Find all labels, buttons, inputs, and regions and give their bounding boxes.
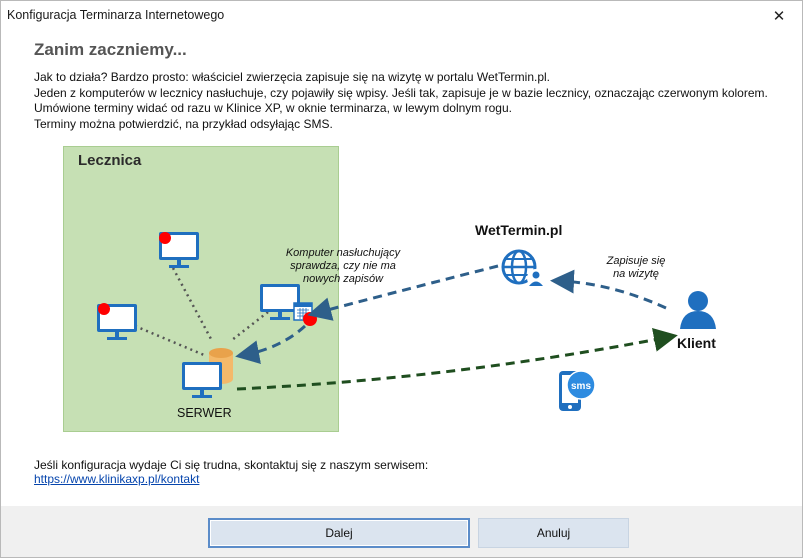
cancel-button[interactable]: Anuluj: [478, 518, 629, 548]
server-computer-icon: [182, 362, 222, 398]
intro-text: Jak to działa? Bardzo prosto: właściciel…: [34, 70, 768, 132]
signup-note-line-2: na wizytę: [613, 268, 659, 280]
next-button[interactable]: Dalej: [208, 518, 470, 548]
window-title: Konfiguracja Terminarza Internetowego: [7, 8, 225, 22]
new-entry-marker: [159, 232, 171, 244]
phone-sms-icon: [559, 370, 596, 411]
client-label: Klient: [677, 335, 716, 351]
new-entry-marker: [303, 312, 317, 326]
button-bar: Dalej Anuluj: [1, 506, 802, 557]
signup-note-line-1: Zapisuje się: [606, 255, 666, 267]
support-text: Jeśli konfiguracja wydaje Ci się trudna,…: [34, 458, 429, 472]
lan-links: [134, 267, 269, 357]
workflow-diagram: Lecznica: [1, 143, 802, 443]
arrow-client-to-portal: [550, 269, 667, 310]
listener-note-line-1: Komputer nasłuchujący: [285, 247, 401, 259]
client-person-icon: [680, 291, 716, 329]
sms-badge-label: sms: [571, 381, 591, 392]
arrow-portal-to-listener: [307, 264, 499, 321]
diagram-graphics: sms: [97, 232, 716, 411]
content-area: Zanim zaczniemy... Jak to działa? Bardzo…: [1, 31, 802, 506]
close-icon[interactable]: ✕: [772, 8, 786, 25]
new-entry-marker: [98, 303, 110, 315]
support-link[interactable]: https://www.klinikaxp.pl/kontakt: [34, 472, 200, 486]
listener-note-line-3: nowych zapisów: [302, 273, 384, 285]
clinic-label: Lecznica: [78, 152, 142, 169]
title-bar: Konfiguracja Terminarza Internetowego ✕: [1, 1, 802, 31]
server-label: SERWER: [177, 406, 232, 420]
page-title: Zanim zaczniemy...: [34, 40, 187, 59]
intro-line-2: Jeden z komputerów w lecznicy nasłuchuje…: [34, 85, 768, 100]
intro-line-4: Terminy można potwierdzić, na przykład o…: [34, 116, 333, 131]
arrow-listener-to-server: [235, 324, 307, 364]
arrow-server-to-client: [236, 328, 678, 391]
globe-user-icon: [501, 249, 545, 287]
intro-line-1: Jak to działa? Bardzo prosto: właściciel…: [34, 70, 550, 84]
signup-note: Zapisuje się na wizytę: [601, 255, 671, 281]
listener-note-line-2: sprawdza, czy nie ma: [290, 260, 396, 272]
intro-line-3: Umówione terminy widać od razu w Klinice…: [34, 101, 512, 115]
listener-note: Komputer nasłuchujący sprawdza, czy nie …: [281, 247, 405, 286]
portal-label: WetTermin.pl: [475, 222, 563, 238]
